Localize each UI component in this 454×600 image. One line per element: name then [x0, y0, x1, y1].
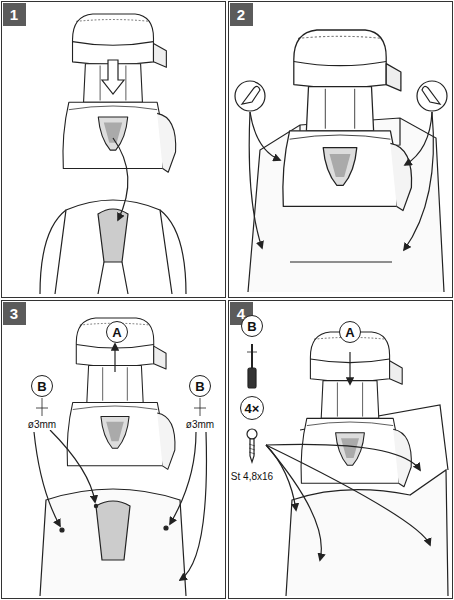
- callout-letter: B: [31, 375, 53, 397]
- node-text: 3: [10, 306, 18, 321]
- panel-two-art: [235, 30, 447, 292]
- panel-three-art: [34, 318, 206, 596]
- dimension-label: ø3mm: [185, 419, 215, 430]
- callout-letter: A: [106, 321, 128, 343]
- callout-letter: B: [189, 375, 211, 397]
- step-number: 3: [3, 302, 26, 325]
- panel-one-art: [40, 14, 186, 294]
- node-text: 1: [10, 7, 18, 22]
- node-text: 2: [237, 7, 245, 22]
- node-text: A: [345, 326, 354, 339]
- dimension-label: ø3mm: [27, 419, 57, 430]
- step-number: 1: [3, 3, 26, 26]
- callout-letter: A: [339, 321, 361, 343]
- step-number: 2: [230, 3, 253, 26]
- node-text: 4×: [245, 402, 260, 415]
- node-text: A: [112, 326, 121, 339]
- node-text: B: [247, 320, 256, 333]
- screw-spec: St 4,8x16: [230, 471, 274, 482]
- node-text: B: [195, 380, 204, 393]
- callout-letter: B: [241, 315, 263, 337]
- quantity-circle: 4×: [240, 396, 264, 420]
- panel-four-art: [247, 332, 448, 596]
- node-text: B: [37, 380, 46, 393]
